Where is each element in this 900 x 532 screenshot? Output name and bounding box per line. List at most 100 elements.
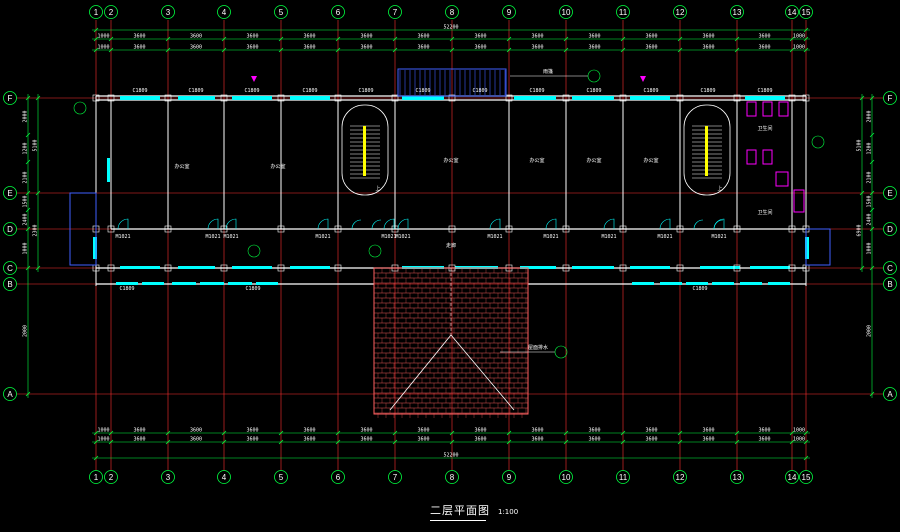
axis-bubble-14-top: [785, 5, 799, 19]
dim-bays-top-2-value-12: 3600: [758, 45, 770, 51]
dim-bays-top-2-tick-5: [335, 47, 341, 53]
dim-bays-top-2-value-13: 1000: [793, 45, 805, 51]
note-corridor: 走廊: [446, 242, 456, 249]
window-tag-4: C1809: [358, 88, 373, 94]
dim-bays-bottom-value-11: 3600: [702, 428, 714, 434]
detail-bubble-east: [811, 135, 825, 149]
dim-bays-top-value-2: 3600: [190, 34, 202, 40]
axis-label-8-bottom: 8: [450, 473, 455, 482]
axis-label-13-top: 13: [733, 8, 742, 17]
stair-east-handrail: [705, 126, 708, 176]
door-swing-5: [397, 218, 409, 230]
window-south-8: [686, 282, 708, 285]
axis-label-6-bottom: 6: [336, 473, 341, 482]
axis-bubble-3-bottom: [161, 470, 175, 484]
wc-stair-box: [793, 189, 805, 213]
dim-bays-top-tick-2: [165, 36, 171, 42]
dim-bays-top-2-tick-0: [93, 47, 99, 53]
dim-bays-bottom-value-6: 3600: [417, 428, 429, 434]
axis-bubble-8-bottom: [445, 470, 459, 484]
roof-hip-left: [389, 334, 452, 411]
axis-bubble-2-top: [104, 5, 118, 19]
column-8-1: [505, 225, 513, 233]
dim-bays-top-value-9: 3600: [588, 34, 600, 40]
dim-bays-bottom-2-tick-13: [789, 439, 795, 445]
column-7-1: [448, 225, 456, 233]
wc-stall-1: [762, 101, 773, 117]
dim-bays-top-tick-11: [677, 36, 683, 42]
column-4-0: [277, 94, 285, 102]
window-west: [107, 158, 110, 182]
axis-bubble-F-left: [3, 91, 17, 105]
dim-bays-bottom-value-13: 1000: [793, 428, 805, 434]
axis-bubble-5-bottom: [274, 470, 288, 484]
dim-left-tick-2: [25, 159, 31, 165]
dim-right-value-5: 1000: [867, 242, 873, 254]
column-2-0: [164, 94, 172, 102]
axis-label-12-bottom: 12: [676, 473, 685, 482]
window-north-3: [290, 96, 330, 100]
window-tag-13: C1809: [245, 286, 260, 292]
column-4-1: [277, 225, 285, 233]
wc-basin: [775, 171, 789, 187]
dim-bays-top-2-value-0: 1000: [97, 45, 109, 51]
detail-bubble-west: [73, 101, 87, 115]
axis-bubble-15-bottom: [799, 470, 813, 484]
dim-bays-top-tick-12: [734, 36, 740, 42]
axis-bubble-4-top: [217, 5, 231, 19]
dim-bays-top-2-tick-3: [221, 47, 227, 53]
dim-bays-bottom-2-value-2: 3600: [190, 437, 202, 443]
window-south-3: [200, 282, 224, 285]
dim-bays-bottom-tick-9: [563, 430, 569, 436]
window-tag-14: C1809: [692, 286, 707, 292]
axis-label-8-top: 8: [450, 8, 455, 17]
axis-bubble-9-bottom: [502, 470, 516, 484]
window-south-2: [172, 282, 196, 285]
window-south-4: [228, 282, 252, 285]
dim-bays-bottom-tick-14: [803, 430, 809, 436]
dim-overall-top-tick-0: [93, 27, 99, 33]
window-tag-5: C1809: [415, 88, 430, 94]
dim-right-tick-7: [869, 391, 875, 397]
stair-door-1: [371, 219, 382, 230]
door-tag-10: M1021: [711, 234, 726, 240]
dim-left-value-5: 1000: [23, 242, 29, 254]
dim-bays-bottom-tick-5: [335, 430, 341, 436]
stair-west-handrail: [363, 126, 366, 176]
door-swing-7: [545, 218, 557, 230]
window-corridor-9: [700, 266, 740, 269]
dim-overall-bottom-value-0: 52200: [443, 453, 458, 459]
window-south-6: [632, 282, 654, 285]
column-11-1: [676, 225, 684, 233]
axis-label-9-bottom: 9: [507, 473, 512, 482]
dim-bays-bottom-tick-8: [506, 430, 512, 436]
column-13-2: [788, 264, 796, 272]
dim-bays-top-2-value-1: 3600: [133, 45, 145, 51]
dim-right-value-4: 2400: [867, 213, 873, 225]
column-4-2: [277, 264, 285, 272]
window-corridor-1: [178, 266, 215, 269]
axis-bubble-11-top: [616, 5, 630, 19]
west-balcony: [69, 192, 97, 266]
dim-bays-top-2-value-4: 3600: [303, 45, 315, 51]
dim-bays-top-2-tick-6: [392, 47, 398, 53]
dim-right-tick-3: [869, 190, 875, 196]
dim-right-2-value-0: 5100: [857, 139, 863, 151]
column-1-0: [107, 94, 115, 102]
window-north-7: [630, 96, 670, 100]
axis-bubble-D-right: [883, 222, 897, 236]
dim-bays-bottom-2-value-8: 3600: [531, 437, 543, 443]
room-label-office-1: 办公室: [270, 163, 285, 170]
dim-right-2-tick-1: [859, 190, 865, 196]
door-swing-8: [603, 218, 615, 230]
window-north-2: [232, 96, 272, 100]
dim-bays-top-value-7: 3600: [474, 34, 486, 40]
dim-left-value-1: 1200: [23, 142, 29, 154]
dim-bays-bottom-2-value-3: 3600: [246, 437, 258, 443]
dim-bays-top-tick-8: [506, 36, 512, 42]
window-tag-0: C1809: [132, 88, 147, 94]
axis-bubble-F-right: [883, 91, 897, 105]
stair-east-outline: [683, 104, 731, 196]
dim-bays-bottom-2-tick-0: [93, 439, 99, 445]
axis-label-5-bottom: 5: [279, 473, 284, 482]
